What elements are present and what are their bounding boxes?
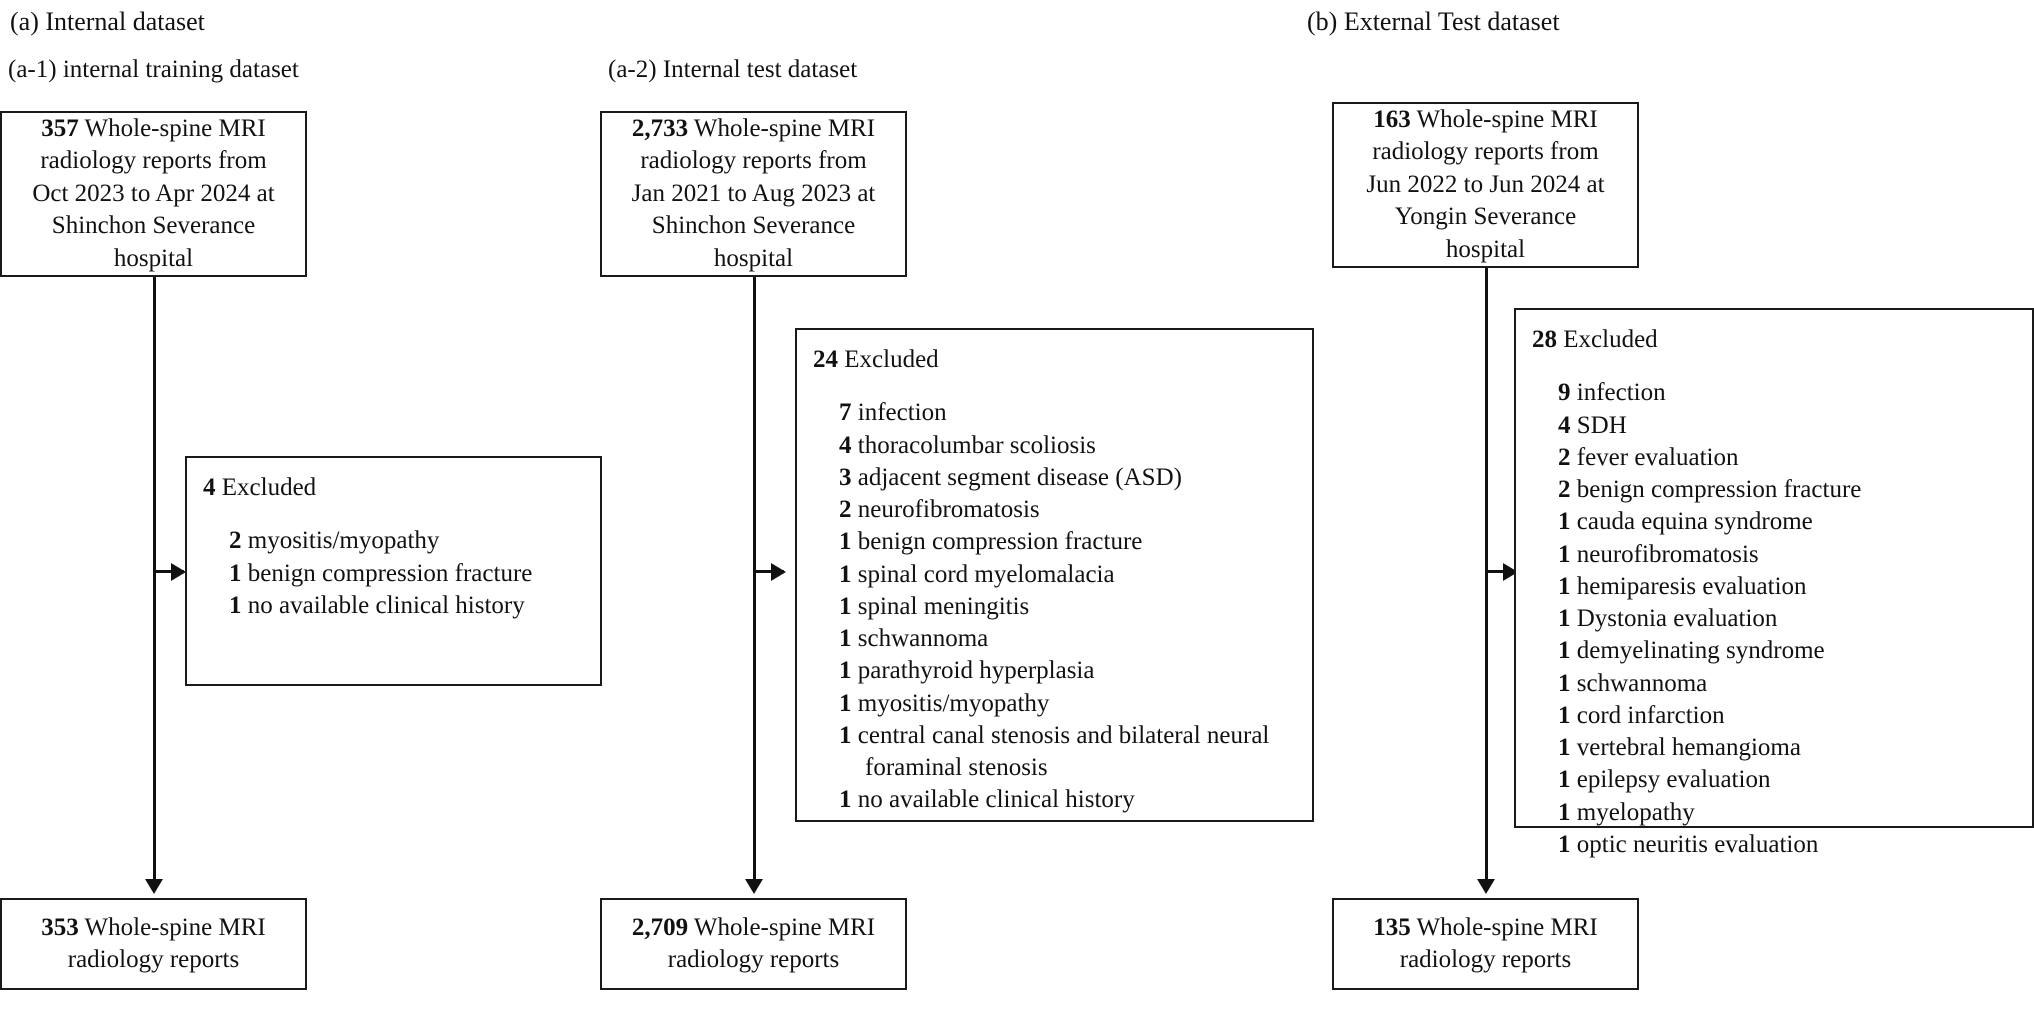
connector-a1-arrow-down [145, 879, 163, 894]
connector-a2-trunk [753, 277, 756, 879]
source-box-b1-text: 163 Whole-spine MRI radiology reports fr… [1366, 105, 1605, 263]
list-item: 2 benign compression fracture [1558, 476, 1862, 503]
list-item: 1 vertebral hemangioma [1558, 734, 1801, 761]
connector-a1-arrow-right [171, 563, 186, 581]
list-item: 4 SDH [1558, 411, 1627, 439]
connector-a1-branch [156, 570, 184, 573]
final-b1-count: 135 [1373, 913, 1411, 941]
list-item: 1 Dystonia evaluation [1558, 605, 1778, 632]
source-box-a2-text: 2,733 Whole-spine MRI radiology reports … [631, 114, 876, 272]
list-item: 1 optic neuritis evaluation [1558, 830, 1819, 858]
column-a2-caption: (a-2) Internal test dataset [608, 56, 858, 83]
connector-a2-branch [756, 570, 784, 573]
list-item: 2 fever evaluation [1558, 443, 1739, 471]
list-item: 1 central canal stenosis and bilateral n… [839, 721, 1270, 781]
list-item: 1 spinal meningitis [839, 592, 1030, 620]
list-item: 2 myositis/myopathy [229, 527, 440, 555]
final-a1-count: 353 [41, 913, 79, 941]
excluded-box-a2: 24 Excluded 7 infection 4 thoracolumbar … [795, 328, 1314, 822]
excluded-a1-count: 4 [203, 474, 216, 501]
excluded-box-b1: 28 Excluded 9 infection 4 SDH 2 fever ev… [1514, 308, 2034, 858]
source-a1-count: 357 [41, 114, 79, 142]
panel-a-caption: (a) Internal dataset [10, 7, 205, 36]
column-a1-caption: (a-1) internal training dataset [8, 56, 299, 83]
excluded-box-a1: 4 Excluded 2 myositis/myopathy 1 benign … [185, 456, 602, 686]
connector-a1-trunk [153, 277, 156, 879]
excluded-a2-list: 7 infection 4 thoracolumbar scoliosis 3 … [813, 397, 1296, 816]
list-item: 1 demyelinating syndrome [1558, 637, 1825, 665]
source-box-a1-text: 357 Whole-spine MRI radiology reports fr… [32, 114, 275, 272]
list-item: 1 parathyroid hyperplasia [839, 657, 1095, 685]
excluded-a2-title: 24 Excluded [813, 344, 1296, 375]
list-item: 1 benign compression fracture [839, 528, 1143, 556]
list-item: 7 infection [839, 399, 947, 427]
source-box-a2: 2,733 Whole-spine MRI radiology reports … [600, 111, 907, 277]
panel-b-caption: (b) External Test dataset [1307, 7, 1560, 36]
list-item: 1 neurofibromatosis [1558, 540, 1759, 568]
list-item: 3 adjacent segment disease (ASD) [839, 463, 1182, 491]
list-item: 9 infection [1558, 379, 1666, 407]
source-b1-count: 163 [1373, 105, 1411, 133]
excluded-a2-count: 24 [813, 346, 838, 373]
connector-b1-branch [1488, 570, 1516, 573]
list-item: 1 myelopathy [1558, 798, 1695, 826]
connector-a2-arrow-down [745, 879, 763, 894]
excluded-b1-title-label: Excluded [1563, 326, 1658, 353]
list-item: 1 hemiparesis evaluation [1558, 572, 1807, 600]
excluded-a1-title-label: Excluded [221, 474, 317, 501]
list-item: 1 cord infarction [1558, 701, 1725, 729]
source-a1-line-0: 357 Whole-spine MRI [41, 114, 266, 142]
list-item: 1 benign compression fracture [229, 559, 533, 587]
final-a2-count: 2,709 [631, 913, 689, 941]
source-box-b1: 163 Whole-spine MRI radiology reports fr… [1332, 102, 1639, 268]
excluded-a1-title: 4 Excluded [203, 472, 584, 503]
source-box-a1: 357 Whole-spine MRI radiology reports fr… [0, 111, 307, 277]
list-item: 1 spinal cord myelomalacia [839, 560, 1115, 588]
list-item: 1 no available clinical history [229, 591, 525, 619]
connector-b1-arrow-down [1477, 879, 1495, 894]
list-item: 1 epilepsy evaluation [1558, 766, 1771, 794]
list-item: 1 schwannoma [839, 625, 989, 652]
list-item: 1 schwannoma [1558, 669, 1708, 697]
excluded-b1-count: 28 [1532, 326, 1557, 353]
connector-b1-trunk [1485, 268, 1488, 879]
list-item: 1 myositis/myopathy [839, 689, 1050, 717]
excluded-a2-title-label: Excluded [844, 346, 939, 373]
excluded-b1-list: 9 infection 4 SDH 2 fever evaluation 2 b… [1532, 377, 2016, 861]
excluded-a1-list: 2 myositis/myopathy 1 benign compression… [203, 525, 584, 622]
list-item: 2 neurofibromatosis [839, 496, 1040, 523]
list-item: 4 thoracolumbar scoliosis [839, 431, 1096, 459]
source-a2-count: 2,733 [631, 114, 689, 142]
list-item: 1 cauda equina syndrome [1558, 508, 1813, 536]
list-item: 1 no available clinical history [839, 786, 1135, 814]
connector-a2-arrow-right [771, 563, 786, 581]
excluded-b1-title: 28 Excluded [1532, 324, 2016, 355]
